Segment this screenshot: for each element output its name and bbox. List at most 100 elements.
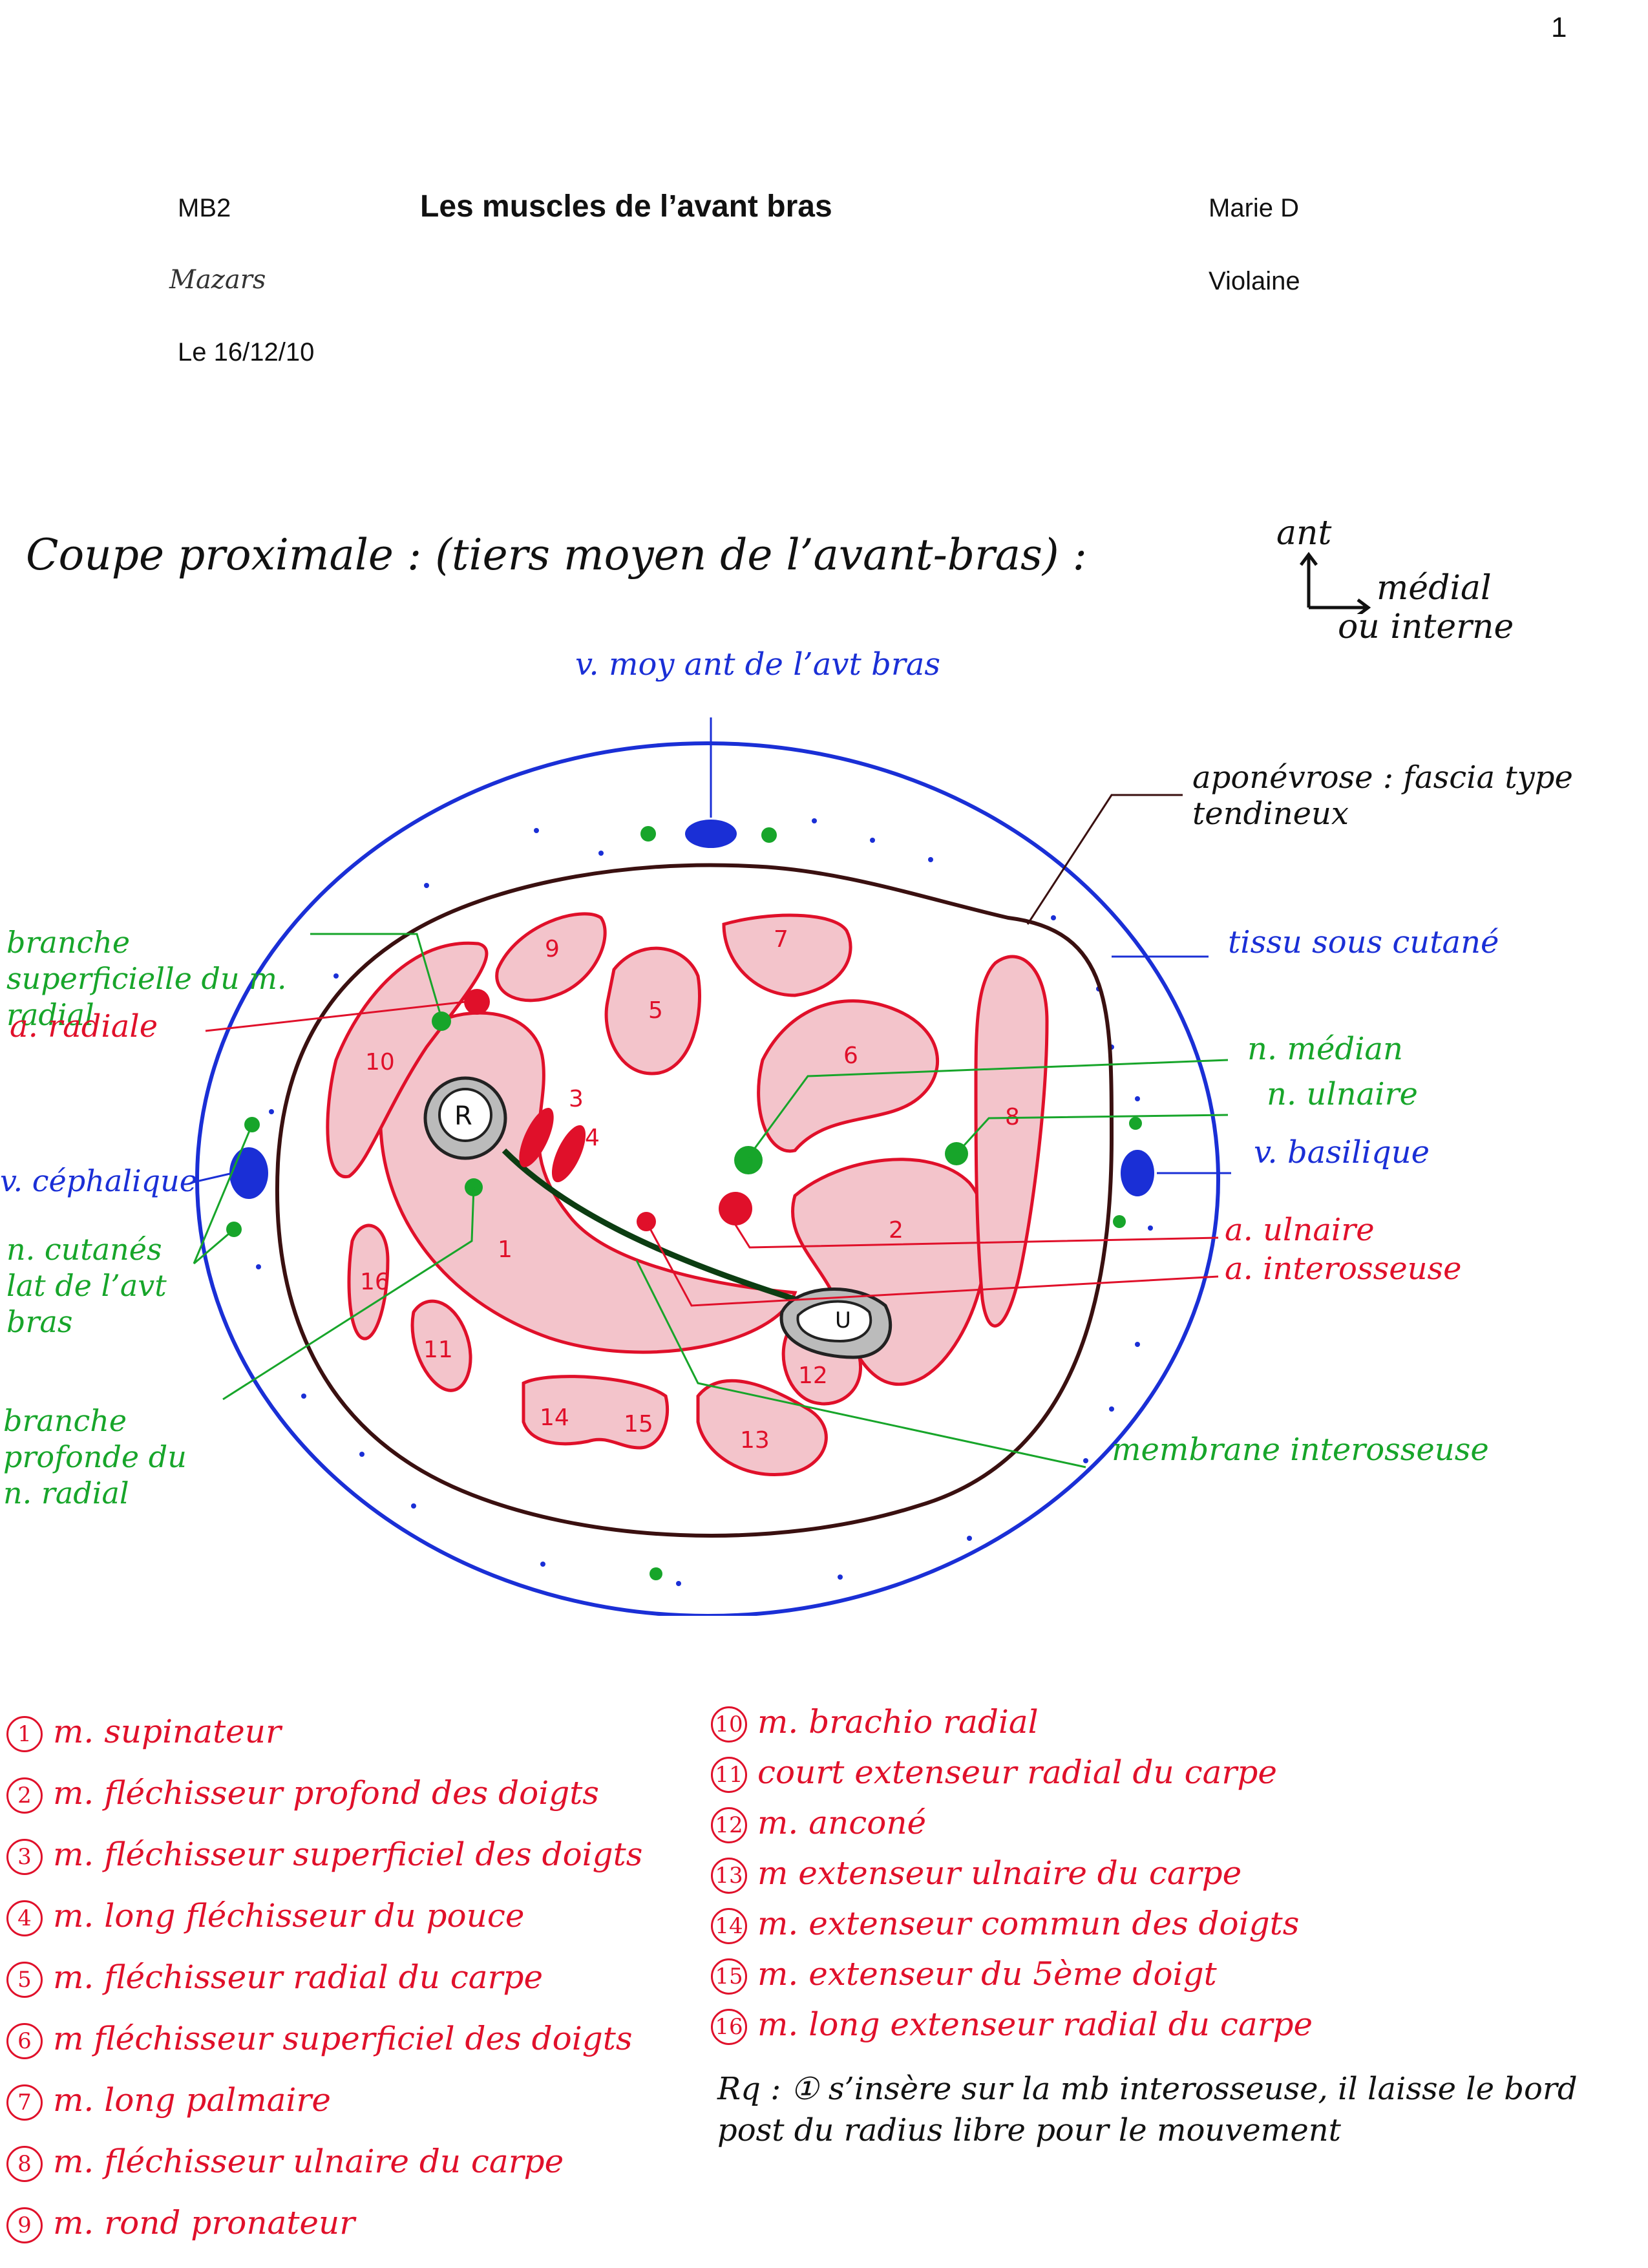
legend-number: 12 [711,1807,747,1843]
muscle-16 [347,1224,390,1341]
legend-item-14: 14 m. extenseur commun des doigts [711,1905,1629,1944]
svg-text:9: 9 [545,936,560,962]
ulna-label: U [835,1308,851,1333]
section-title: Coupe proximale : (tiers moyen de l’avan… [26,530,1087,580]
label-v-basilique: v. basilique [1254,1134,1430,1171]
legend-number: 16 [711,2009,747,2045]
legend-number: 3 [6,1839,43,1875]
radius-bone: R [423,1076,507,1160]
legend-number: 1 [6,1716,43,1752]
reviewer-name: Violaine [1209,267,1300,295]
legend-item-1: 1 m. supinateur [6,1713,679,1752]
legend-text: m extenseur ulnaire du carpe [757,1854,1242,1892]
legend-item-2: 2 m. fléchisseur profond des doigts [6,1774,679,1814]
label-a-ulnaire: a. ulnaire [1225,1212,1375,1248]
author-name: Marie D [1209,194,1300,222]
legend-number: 2 [6,1777,43,1814]
v-basilique [1121,1150,1154,1196]
legend-item-15: 15 m. extenseur du 5ème doigt [711,1955,1629,1995]
nerve-dot-right-1 [1129,1117,1142,1130]
label-a-radiale: a. radiale [10,1008,158,1044]
orientation-interne: ou interne [1338,608,1514,646]
legend-text: m. extenseur du 5ème doigt [757,1955,1217,1993]
label-branche-prof: branche profonde du n. radial [3,1403,187,1510]
a-ulnaire [719,1192,752,1225]
legend-text: m. long extenseur radial du carpe [757,2006,1313,2043]
legend-text: m. fléchisseur ulnaire du carpe [53,2143,564,2180]
legend-text: m. anconé [757,1804,927,1841]
nerve-dot-top-2 [761,827,777,843]
legend-number: 8 [6,2146,43,2182]
ulna-bone: U [779,1288,893,1359]
document-title: Les muscles de l’avant bras [420,189,832,224]
aponeurosis-outline [275,863,1114,1538]
muscle-4-shape [551,1125,586,1183]
legend-text: m. fléchisseur radial du carpe [53,1958,544,1996]
v-moyenne-ant [685,820,737,848]
n-median [734,1146,763,1174]
legend-number: 13 [711,1858,747,1894]
legend-text: m. long palmaire [53,2081,331,2119]
legend-text: m. supinateur [53,1713,281,1750]
svg-text:13: 13 [740,1427,770,1454]
muscle-2-flex-profond [790,1158,988,1386]
legend-number: 7 [6,2084,43,2121]
label-aponevrose: aponévrose : fascia type tendineux [1192,759,1573,832]
nerve-dot-bottom [650,1567,662,1580]
svg-text:11: 11 [423,1337,453,1363]
legend-item-5: 5 m. fléchisseur radial du carpe [6,1958,679,1998]
legend-text: m. extenseur commun des doigts [757,1905,1300,1942]
label-v-cephalique: v. céphalique [0,1163,197,1198]
school-name: Mazars [169,265,266,295]
muscle-14-15 [522,1375,670,1450]
svg-text:6: 6 [843,1043,858,1069]
branche-sup [432,1012,451,1031]
muscle-5 [604,946,701,1076]
label-v-moyenne: v. moy ant de l’avt bras [575,646,941,683]
muscle-9 [495,912,607,1002]
label-n-median: n. médian [1247,1031,1403,1067]
svg-text:5: 5 [648,997,663,1024]
svg-text:7: 7 [774,926,788,953]
legend-item-16: 16 m. long extenseur radial du carpe [711,2006,1629,2045]
legend-number: 14 [711,1908,747,1944]
orientation-ant: ant [1276,514,1332,553]
legend-number: 9 [6,2207,43,2243]
svg-text:14: 14 [540,1404,569,1431]
v-cephalique [229,1147,268,1199]
svg-text:1: 1 [498,1236,512,1263]
legend-text: m. brachio radial [757,1703,1039,1741]
svg-text:3: 3 [569,1086,584,1112]
nerve-dot-right-2 [1113,1215,1126,1228]
legend-number: 5 [6,1962,43,1998]
label-n-ulnaire: n. ulnaire [1267,1076,1418,1112]
legend-number: 15 [711,1958,747,1995]
radius-label: R [454,1101,472,1131]
forearm-cross-section: R U 1 2 3 4 5 6 7 8 9 10 11 12 13 14 [190,717,1231,1616]
muscle-8 [974,955,1049,1328]
legend-item-12: 12 m. anconé [711,1804,1629,1843]
svg-text:10: 10 [365,1049,395,1076]
legend-number: 4 [6,1900,43,1936]
svg-text:2: 2 [889,1217,903,1244]
label-n-cutanes: n. cutanés lat de l’avt bras [6,1232,167,1339]
muscle-3-shape [519,1108,554,1167]
document-date: Le 16/12/10 [178,338,315,366]
legend-number: 10 [711,1706,747,1743]
muscle-7 [722,913,852,997]
legend-text: m. rond pronateur [53,2204,355,2242]
muscle-10 [326,941,489,1178]
skin-outline [195,741,1220,1616]
legend-text: m. fléchisseur profond des doigts [53,1774,599,1812]
svg-text:16: 16 [360,1269,390,1295]
orientation-arrow-icon [1300,551,1371,614]
label-membrane: membrane interosseuse [1112,1432,1489,1468]
muscle-1-supinator [378,1011,798,1354]
interosseous-membrane [502,1148,796,1302]
legend-item-8: 8 m. fléchisseur ulnaire du carpe [6,2143,679,2182]
page-number: 1 [1551,12,1567,43]
orientation-medial: médial [1377,569,1492,608]
